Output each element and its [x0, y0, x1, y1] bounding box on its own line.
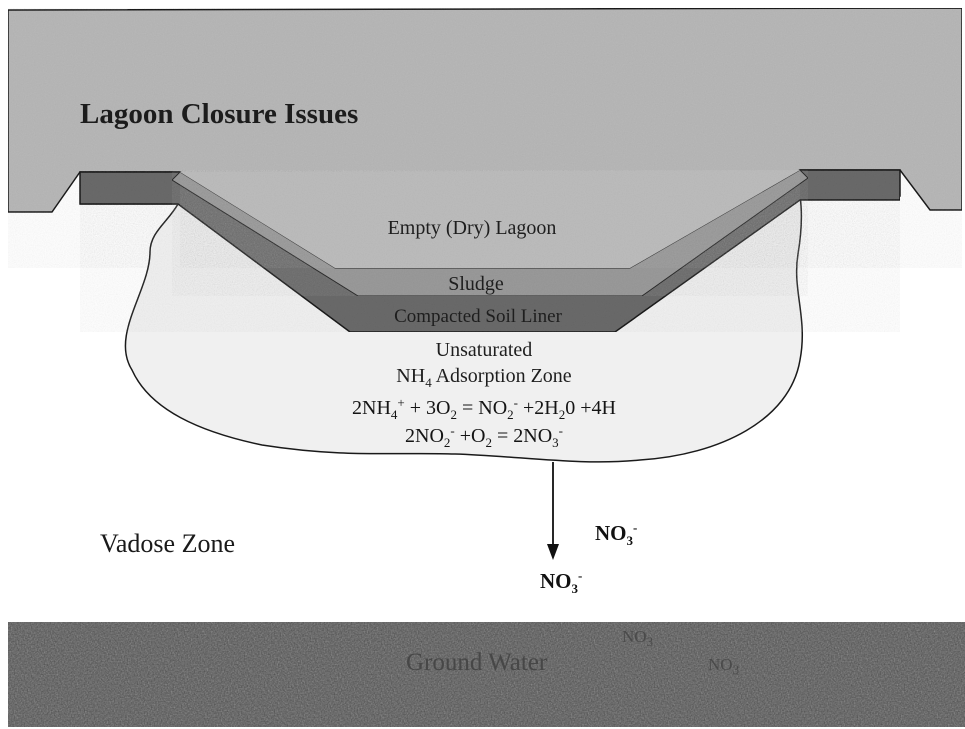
nitrate-label-lower: NO3-: [540, 568, 582, 596]
nitrate-label-upper: NO3-: [595, 520, 637, 548]
liner-label: Compacted Soil Liner: [394, 306, 562, 327]
sludge-label: Sludge: [448, 273, 504, 295]
groundwater-nitrate-label-1: NO3: [622, 627, 653, 649]
lagoon-label: Empty (Dry) Lagoon: [388, 217, 557, 239]
unsaturated-label: Unsaturated: [436, 339, 533, 361]
groundwater-nitrate-label-2: NO3: [708, 655, 739, 677]
lagoon-basin: [180, 170, 800, 268]
equation-nitrite-oxidation: 2NO2- +O2 = 2NO3-: [405, 423, 563, 450]
vadose-zone-label: Vadose Zone: [100, 529, 235, 558]
page-title: Lagoon Closure Issues: [80, 98, 358, 130]
groundwater-band: [8, 622, 965, 727]
equation-ammonium-oxidation: 2NH4+ + 3O2 = NO2- +2H20 +4H: [352, 395, 616, 422]
groundwater-label: Ground Water: [406, 649, 548, 676]
adsorption-label: NH4 Adsorption Zone: [396, 365, 572, 390]
migration-arrowhead: [547, 544, 559, 560]
